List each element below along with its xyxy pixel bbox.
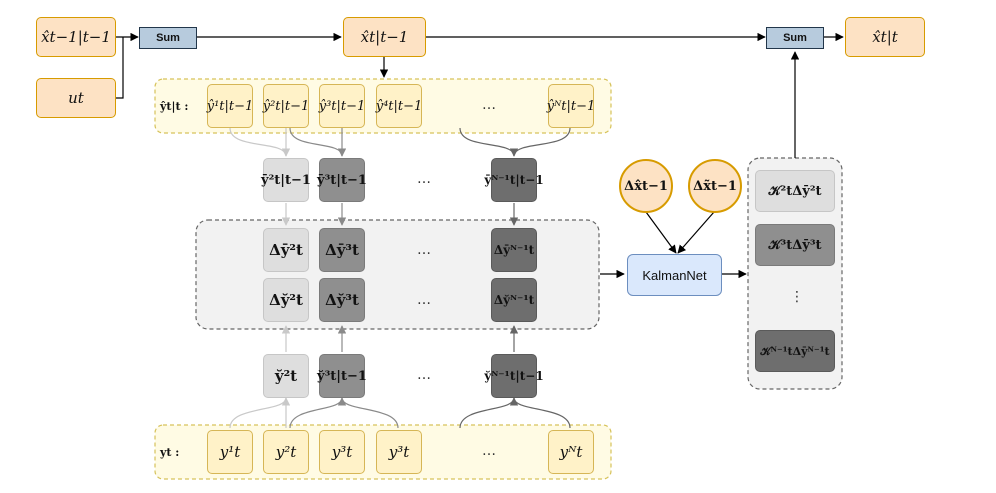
pred-obs-node: ŷ⁴t|t−1: [376, 84, 422, 128]
diff-pred-node: ȳᴺ⁻¹t|t−1: [484, 158, 544, 202]
diff-obs-ellipsis: …: [417, 367, 431, 383]
obs-node: y¹t: [207, 430, 253, 474]
sum-node-left: Sum: [139, 27, 197, 49]
delta-pred-node: Δȳᴺ⁻¹t: [491, 228, 537, 272]
pred-obs-node: ŷ³t|t−1: [319, 84, 365, 128]
prev-state-label: x̂t−1|t−1: [41, 27, 111, 46]
gain-term-node: 𝒦³tΔȳ³t: [755, 224, 835, 266]
center-row2-ellipsis: …: [417, 292, 431, 308]
diff-pred-ellipsis: …: [417, 171, 431, 187]
control-input-node: ut: [36, 78, 116, 118]
obs-node: y³t: [319, 430, 365, 474]
pred-obs-node: ŷ¹t|t−1: [207, 84, 253, 128]
diff-obs-node: y̆³t|t−1: [317, 354, 367, 398]
control-input-label: ut: [68, 88, 84, 107]
state-update-circle: Δx̃t−1: [688, 159, 742, 213]
gain-term-node: 𝒦²tΔȳ²t: [755, 170, 835, 212]
state-diff-circle: Δx̂t−1: [619, 159, 673, 213]
center-panel: [195, 219, 600, 330]
delta-pred-node: Δȳ³t: [319, 228, 365, 272]
posterior-state-label: x̂t|t: [872, 27, 898, 46]
gain-term-node: 𝒦ᴺ⁻¹tΔȳᴺ⁻¹t: [755, 330, 835, 372]
pred-row-label: ŷt|t :: [160, 100, 189, 113]
prev-state-node: x̂t−1|t−1: [36, 17, 116, 57]
center-row1-ellipsis: …: [417, 242, 431, 258]
delta-pred-node: Δȳ²t: [263, 228, 309, 272]
obs-row-ellipsis: …: [482, 443, 496, 459]
sum-node-right: Sum: [766, 27, 824, 49]
prior-state-label: x̂t|t−1: [360, 27, 409, 46]
diff-obs-node: y̆²t: [263, 354, 309, 398]
pred-row-ellipsis: …: [482, 97, 496, 113]
diff-obs-node: y̆ᴺ⁻¹t|t−1: [484, 354, 544, 398]
pred-obs-node: ŷ²t|t−1: [263, 84, 309, 128]
diff-pred-node: ȳ³t|t−1: [317, 158, 367, 202]
delta-obs-node: Δy̆ᴺ⁻¹t: [491, 278, 537, 322]
obs-row-label: yt :: [160, 446, 180, 459]
delta-obs-node: Δy̆³t: [319, 278, 365, 322]
obs-node: y³t: [376, 430, 422, 474]
prior-state-node: x̂t|t−1: [343, 17, 426, 57]
diff-pred-node: ȳ²t|t−1: [261, 158, 311, 202]
posterior-state-node: x̂t|t: [845, 17, 925, 57]
obs-node: y²t: [263, 430, 309, 474]
delta-obs-node: Δy̆²t: [263, 278, 309, 322]
kalmannet-node: KalmanNet: [627, 254, 722, 296]
gain-panel-ellipsis: ⋮: [790, 289, 804, 305]
pred-obs-node: ŷᴺt|t−1: [547, 84, 595, 128]
obs-node: yᴺt: [548, 430, 594, 474]
